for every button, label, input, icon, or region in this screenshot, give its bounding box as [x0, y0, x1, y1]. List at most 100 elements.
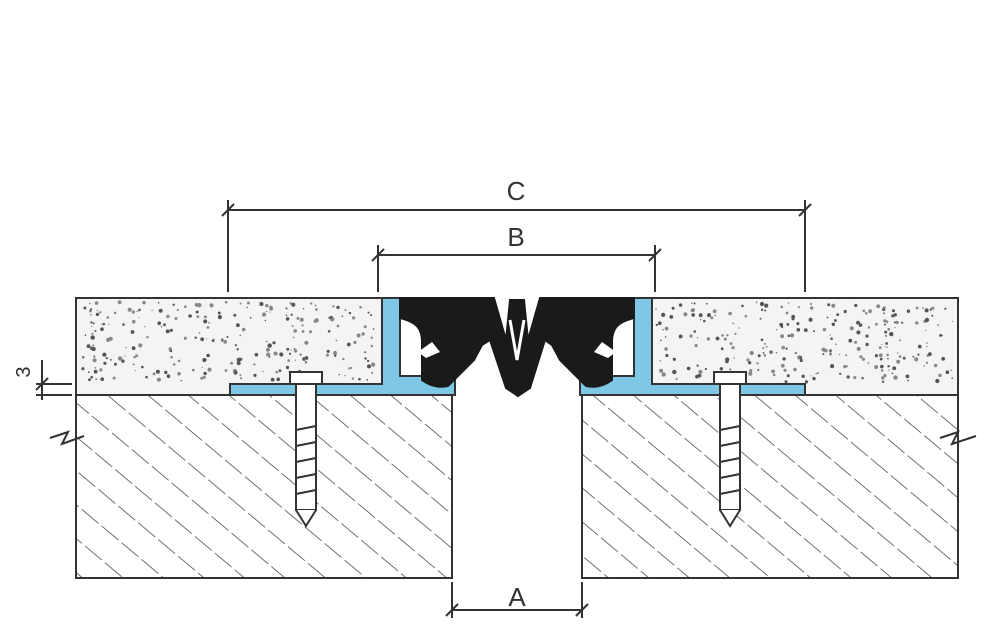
- screed-speckle: [209, 303, 214, 308]
- screed-speckle: [661, 312, 666, 317]
- screed-speckle: [815, 373, 817, 375]
- screed-speckle: [183, 336, 187, 340]
- screed-speckle: [781, 345, 785, 350]
- seal-grip-right: [594, 342, 616, 358]
- screed-speckle: [202, 375, 206, 379]
- screed-speckle: [672, 357, 676, 361]
- screed-speckle: [826, 316, 829, 319]
- screed-speckle: [937, 324, 940, 327]
- screed-speckle: [874, 354, 879, 358]
- screed-speckle: [856, 346, 861, 351]
- screed-speckle: [87, 371, 90, 373]
- screed-speckle: [918, 344, 921, 348]
- screed-speckle: [94, 330, 97, 332]
- screed-speckle: [861, 357, 866, 361]
- screed-speckle: [285, 314, 288, 317]
- screed-speckle: [133, 356, 136, 359]
- screed-speckle: [253, 373, 257, 377]
- dimension-thickness-label: 3: [13, 366, 35, 377]
- rubber-seal: [399, 297, 635, 398]
- screed-speckle: [759, 301, 765, 307]
- screed-speckle: [925, 329, 927, 332]
- screed-speckle: [780, 334, 784, 339]
- screed-speckle: [138, 308, 141, 312]
- screed-speckle: [135, 354, 139, 358]
- screed-speckle: [748, 371, 753, 376]
- screed-speckle: [294, 359, 297, 361]
- screed-speckle: [690, 308, 694, 313]
- screed-speckle: [285, 365, 290, 370]
- screed-speckle: [659, 360, 661, 362]
- screed-speckle: [734, 332, 737, 335]
- screed-speckle: [169, 328, 173, 332]
- screed-speckle: [662, 329, 664, 331]
- screed-speckle: [265, 340, 268, 343]
- screed-speckle: [94, 367, 97, 369]
- screed-speckle: [843, 365, 847, 369]
- screed-speckle: [721, 334, 724, 337]
- screed-speckle: [914, 357, 919, 362]
- screed-speckle: [165, 329, 170, 334]
- screed-speckle: [291, 325, 294, 328]
- screed-speckle: [289, 302, 292, 305]
- screed-speckle: [822, 327, 827, 332]
- screed-speckle: [810, 375, 812, 377]
- screed-speckle: [371, 362, 376, 367]
- screed-speckle: [285, 317, 290, 321]
- screed-speckle: [287, 359, 291, 362]
- screed-speckle: [719, 367, 723, 371]
- screed-speckle: [293, 329, 298, 333]
- screed-speckle: [164, 370, 168, 375]
- screed-speckle: [810, 306, 814, 310]
- screed-speckle: [887, 365, 890, 368]
- screed-speckle: [707, 313, 711, 318]
- screed-speckle: [273, 351, 278, 356]
- screed-speckle: [155, 369, 160, 374]
- screed-speckle: [878, 346, 882, 350]
- screed-speckle: [113, 311, 117, 315]
- screed-speckle: [731, 346, 735, 350]
- screed-speckle: [896, 352, 899, 354]
- screed-speckle: [885, 335, 887, 337]
- screed-speckle: [293, 349, 298, 353]
- screed-speckle: [106, 337, 111, 342]
- screed-speckle: [726, 334, 729, 337]
- screed-speckle: [885, 342, 888, 345]
- screed-speckle: [230, 361, 234, 365]
- screed-speckle: [157, 302, 160, 304]
- screed-speckle: [304, 360, 308, 364]
- screed-speckle: [125, 346, 127, 349]
- screed-speckle: [678, 303, 683, 307]
- screed-speckle: [759, 317, 762, 320]
- screed-speckle: [91, 325, 93, 327]
- seal-center-fold: [508, 319, 526, 361]
- screed-speckle: [236, 323, 240, 328]
- screed-speckle: [267, 343, 272, 348]
- screed-speckle: [292, 336, 295, 339]
- screed-speckle: [278, 369, 282, 373]
- screed-speckle: [217, 315, 222, 320]
- screed-speckle: [738, 327, 740, 329]
- screed-speckle: [817, 372, 819, 374]
- screed-speckle: [90, 375, 93, 379]
- screed-speckle: [939, 334, 942, 337]
- screed-speckle: [335, 339, 338, 342]
- screed-speckle: [224, 300, 228, 304]
- screed-speckle: [241, 327, 246, 332]
- screed-speckle: [288, 352, 292, 355]
- screed-speckle: [699, 318, 702, 321]
- screed-speckle: [145, 375, 148, 379]
- screed-speckle: [655, 308, 657, 310]
- screed-speckle: [299, 353, 302, 356]
- screed-speckle: [195, 310, 199, 314]
- screed-speckle: [749, 350, 754, 356]
- screed-speckle: [223, 340, 228, 344]
- dimension-c-label: C: [507, 176, 526, 206]
- screed-speckle: [253, 363, 256, 366]
- screed-speckle: [176, 308, 179, 311]
- screed-speckle: [893, 375, 898, 380]
- screed-speckle: [172, 363, 176, 366]
- screed-speckle: [705, 302, 708, 305]
- screed-speckle: [874, 365, 879, 369]
